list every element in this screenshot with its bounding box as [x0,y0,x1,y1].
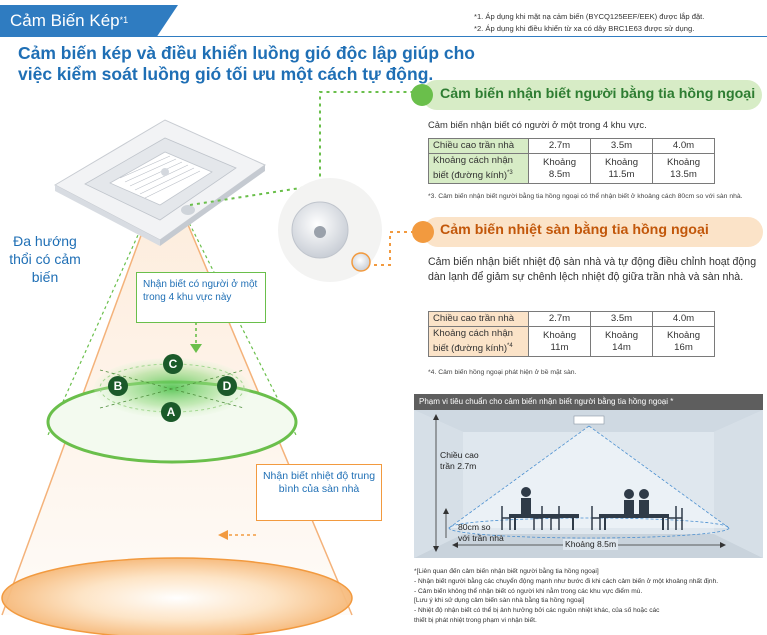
sensor1-title-bar [422,80,762,110]
zone-d: D [217,376,237,396]
note-1: *1. Áp dụng khi mặt nạ cảm biến (BYCQ125… [474,12,705,21]
bottom-note: [Lưu ý khi sử dụng cảm biến sàn nhà bằng… [414,597,585,605]
airflow-illustration [1,91,415,635]
sensor1-table: Chiều cao trần nhà 2.7m 3.5m 4.0m Khoảng… [428,138,715,185]
floor-callout: Nhận biết nhiệt độ trung bình của sàn nh… [256,464,382,521]
header-title: Cảm Biến Kép*1 [10,11,129,30]
sensor1-description: Cảm biến nhận biết có người ở một trong … [428,119,647,130]
headline: Cảm biến kép và điều khiển luồng gió độc… [18,43,475,84]
zone-c: C [163,354,183,374]
header-rule [0,36,767,37]
figure-title: Phạm vi tiêu chuẩn cho cảm biến nhận biế… [414,394,763,410]
bottom-notes: *[Liên quan đến cảm biến nhận biết người… [414,567,718,626]
sensor2-title: Cảm biến nhiệt sàn bằng tia hồng ngoại [440,222,709,238]
bottom-note: *[Liên quan đến cảm biến nhận biết người… [414,568,599,575]
sensor1-dot-icon [411,84,433,106]
cassette-unit [53,119,266,246]
zone-a: A [161,402,181,422]
sensor1-title: Cảm biến nhận biết người bằng tia hồng n… [440,86,756,102]
note-2: *2. Áp dụng khi điều khiển từ xa có dây … [474,24,695,33]
sensor2-dot-icon [412,221,434,243]
direction-label: Đa hướng thổi có cảm biến [9,233,81,285]
sensor2-footnote: *4. Cảm biến hồng ngoại phát hiện ở bề m… [428,369,577,376]
bottom-note: thiết bị phát nhiệt trong phạm vi nhận b… [414,616,537,624]
header-notes: *1. Áp dụng khi mặt nạ cảm biến (BYCQ125… [474,11,704,35]
detection-distance-label: Khoảng 8.5m [563,539,619,550]
header-banner [0,5,178,37]
bottom-note: - Cảm biến không thể nhận biết có người … [414,587,643,595]
zone-b: B [108,376,128,396]
table-row: Chiều cao trần nhà 2.7m 3.5m 4.0m [428,138,715,154]
sensor1-footnote: *3. Cảm biến nhận biết người bằng tia hồ… [428,193,743,200]
bottom-note: - Nhận biết người bằng các chuyển động m… [414,577,719,585]
table-row: Chiều cao trần nhà 2.7m 3.5m 4.0m [428,311,715,327]
floor-detection-area [1,557,353,635]
bottom-note: - Nhiệt độ nhận biết có thể bị ảnh hưởng… [414,607,660,615]
presence-callout: Nhận biết có người ở một trong 4 khu vực… [136,272,266,323]
orange-connector [360,231,415,266]
sensor2-description: Cảm biến nhận biết nhiệt độ sàn nhà và t… [428,256,757,283]
room-diagram [414,410,763,558]
sensor2-title-bar [423,217,763,247]
green-connector [189,91,415,206]
sensor2-table: Chiều cao trần nhà 2.7m 3.5m 4.0m Khoảng… [428,311,715,358]
